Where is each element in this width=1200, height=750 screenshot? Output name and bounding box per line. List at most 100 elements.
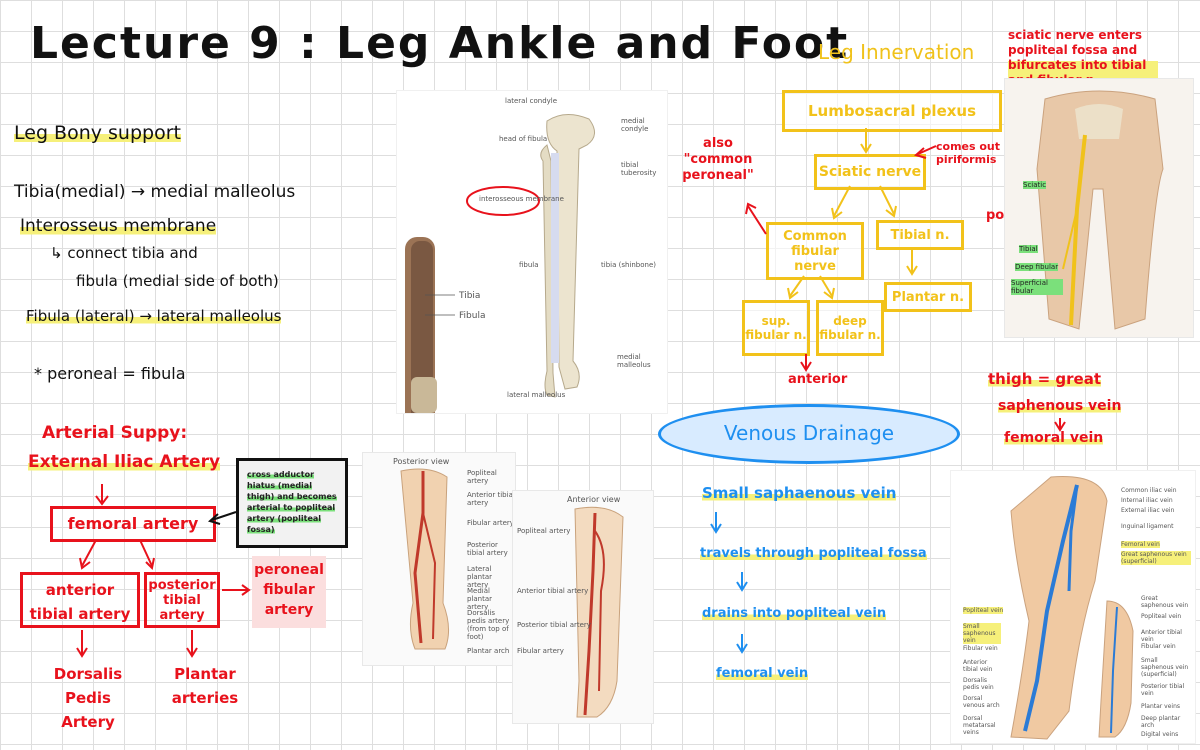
label-lateral-condyle: lateral condyle (505, 97, 558, 105)
vein-label-dorsal-metatarsal: Dorsal metatarsal veins (963, 715, 996, 736)
innervation-heading: Leg Innervation (818, 40, 975, 64)
vein-label-dorsal-venous-arch: Dorsal venous arch (963, 695, 1000, 709)
bony-line-connect: ↳ connect tibia and (50, 244, 198, 262)
venous-heading: Venous Drainage (723, 421, 895, 445)
bony-heading: Leg Bony support (14, 122, 181, 144)
arrow-common-deep (819, 275, 833, 297)
arrow-common-peroneal-note (747, 205, 767, 235)
deep-fibular-label: deep fibular n. (819, 314, 881, 342)
anterior-label-posterior-tibial: Posterior tibial artery (517, 621, 591, 629)
anterior-branch-vessel (594, 530, 605, 692)
label-head-of-fibula: head of fibula (499, 135, 548, 143)
superficial-fibular-label: sup. fibular n. (745, 314, 807, 342)
plantar-arteries-label: Plantar arteries (171, 665, 239, 707)
posterior-view-title: Posterior view (393, 457, 450, 466)
posterior-label-lateral-plantar: Lateral plantar artery (467, 565, 493, 589)
bony-line-fibula-medial: fibula (medial side of both) (76, 272, 279, 290)
posterior-label-medial-plantar: Medial plantar artery (467, 587, 493, 611)
nerve-label-deep-fibular: Deep fibular (1015, 263, 1059, 271)
nerve-label-tibial: Tibial (1019, 245, 1038, 253)
arrow-sciatic-tibial (879, 185, 895, 215)
foot-label-anterior-tibial: Anterior tibial vein (1141, 629, 1182, 643)
anterior-label-popliteal: Popliteal artery (517, 527, 571, 535)
posterior-label-popliteal: Popliteal artery (467, 469, 497, 485)
interosseous-membrane (551, 153, 559, 363)
page-title: Lecture 9 : Leg Ankle and Foot (30, 18, 850, 69)
label-lateral-malleolus: lateral malleolus (507, 391, 566, 399)
foot-label-digital: Digital veins (1141, 731, 1179, 738)
vein-label-dorsalis-pedis: Dorsalis pedis vein (963, 677, 994, 691)
thigh-great-note: thigh = great (988, 370, 1102, 388)
anterior-tibial-box: anterior tibial artery (20, 572, 140, 628)
posterior-tibial-label: posterior tibial artery (148, 578, 216, 623)
foot-label-posterior-tibial: Posterior tibial vein (1141, 683, 1185, 697)
thigh-femoral-note: femoral vein (1004, 430, 1104, 446)
foot-label-small-saphenous: Small saphenous vein (superficial) (1141, 657, 1189, 678)
label-medial-condyle: medial condyle (621, 117, 649, 133)
vein-label-external-iliac: External iliac vein (1121, 507, 1175, 514)
arrow-common-superficial (789, 275, 805, 297)
vein-label-fibular: Fibular vein (963, 645, 998, 652)
posterior-artery-illustration (400, 468, 449, 650)
arrowhead-anterior-dorsalis (76, 647, 88, 658)
venous-step-femoral: femoral vein (716, 666, 809, 681)
piriformis-note: comes out piriformis (936, 140, 1001, 166)
posterior-label-anterior-tibial: Anterior tibial artery (467, 491, 515, 507)
arrowhead-femoral-anterior (79, 557, 91, 570)
label-leg-tibia: Tibia (459, 291, 481, 301)
superficial-fibular-box: sup. fibular n. (742, 300, 810, 356)
venous-step-drains: drains into popliteal vein (702, 606, 887, 621)
vein-label-popliteal: Popliteal vein (963, 607, 1004, 614)
venous-step-travels: travels through popliteal fossa (700, 546, 927, 561)
bony-line-peroneal: * peroneal = fibula (34, 364, 186, 383)
thigh-saphenous-note: saphenous vein (998, 398, 1122, 414)
arterial-external-iliac: External Iliac Artery (28, 452, 221, 472)
arrow-note-femoral (211, 511, 237, 521)
pelvis-shape (1075, 104, 1123, 139)
label-medial-malleolus: medial malleolus (617, 353, 651, 369)
posterior-label-plantar-arch: Plantar arch (467, 647, 510, 655)
label-tibia-shinbone: tibia (shinbone) (601, 261, 656, 269)
foot-label-great-saphenous: Great saphenous vein (1141, 595, 1189, 609)
arrow-piriformis-note (917, 145, 937, 155)
nerve-label-superficial-fibular: Superficial fibular (1011, 279, 1063, 295)
arrow-femoral-anterior (81, 539, 97, 567)
bony-line-membrane: Interosseus membrane (20, 216, 217, 236)
vein-label-common-iliac: Common iliac vein (1121, 487, 1177, 494)
venous-step-small: Small saphaenous vein (702, 484, 897, 502)
bony-line-tibia: Tibia(medial) → medial malleolus (14, 182, 296, 202)
arrowhead-note-femoral (207, 513, 221, 525)
arrowhead-iliac-femoral (95, 495, 109, 506)
vein-label-great-saphenous: Great saphenous vein (superficial) (1121, 551, 1191, 565)
fibular-vessel (422, 512, 437, 640)
label-fibula: fibula (519, 261, 539, 269)
label-interosseous-membrane: interosseous membrane (479, 195, 564, 203)
femoral-artery-label: femoral artery (67, 514, 199, 533)
bone-illustration (405, 114, 595, 413)
vein-label-femoral: Femoral vein (1121, 541, 1160, 548)
bony-line-fibula: Fibula (lateral) → lateral malleolus (26, 307, 282, 325)
posterior-view-panel: Posterior view Popliteal artery Anterior… (362, 452, 516, 666)
arrowhead-posterior-peroneal (241, 584, 251, 596)
tibial-nerve-box: Tibial n. (876, 220, 964, 250)
bone-image-panel: lateral condyle medial condyle head of f… (396, 90, 668, 414)
deep-fibular-box: deep fibular n. (816, 300, 884, 356)
femoral-artery-box: femoral artery (50, 506, 216, 542)
venous-heading-ellipse: Venous Drainage (658, 404, 960, 464)
vein-image-panel: Common iliac vein Internal iliac vein Ex… (950, 470, 1196, 744)
nerve-illustration (1036, 90, 1164, 330)
lumbosacral-label: Lumbosacral plexus (807, 102, 977, 120)
vein-label-anterior-tibial: Anterior tibial vein (963, 659, 993, 673)
anterior-view-title: Anterior view (567, 495, 621, 504)
dorsalis-pedis-label: Dorsalis Pedis Artery (53, 665, 123, 731)
anterior-tibial-label: anterior tibial artery (29, 581, 131, 623)
tibial-nerve-label: Tibial n. (890, 227, 950, 243)
arrowhead-posterior-plantar (186, 647, 198, 658)
posterior-label-dorsalis-pedis: Dorsalis pedis artery (from top of foot) (467, 609, 510, 641)
sciatic-box: Sciatic nerve (814, 154, 926, 190)
anterior-tibial-vessel (583, 512, 597, 716)
nerve-image-panel: Sciatic Tibial Deep fibular Superficial … (1004, 78, 1194, 338)
foot-shape-posterior (1098, 600, 1134, 738)
